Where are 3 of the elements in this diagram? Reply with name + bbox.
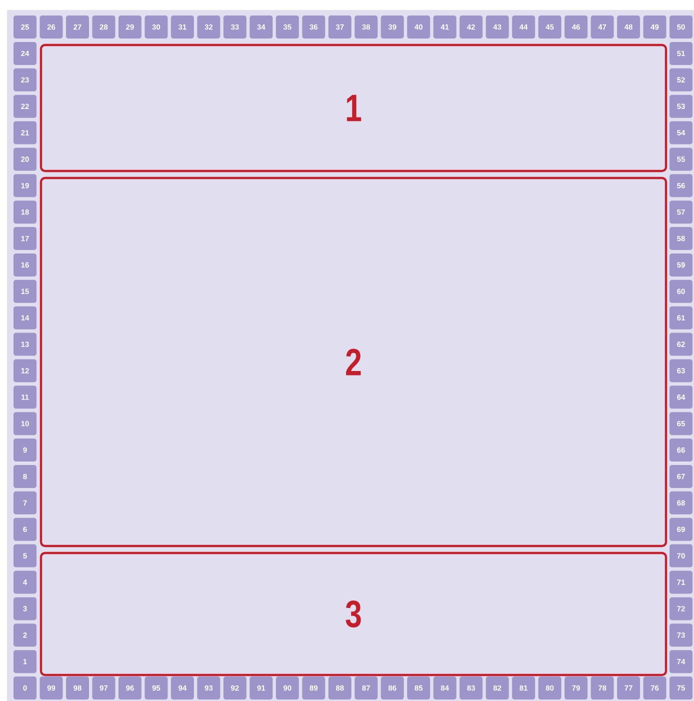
board-area: 2 xyxy=(40,176,668,548)
board-area: 1 xyxy=(40,44,668,172)
board-area: 3 xyxy=(40,552,668,676)
